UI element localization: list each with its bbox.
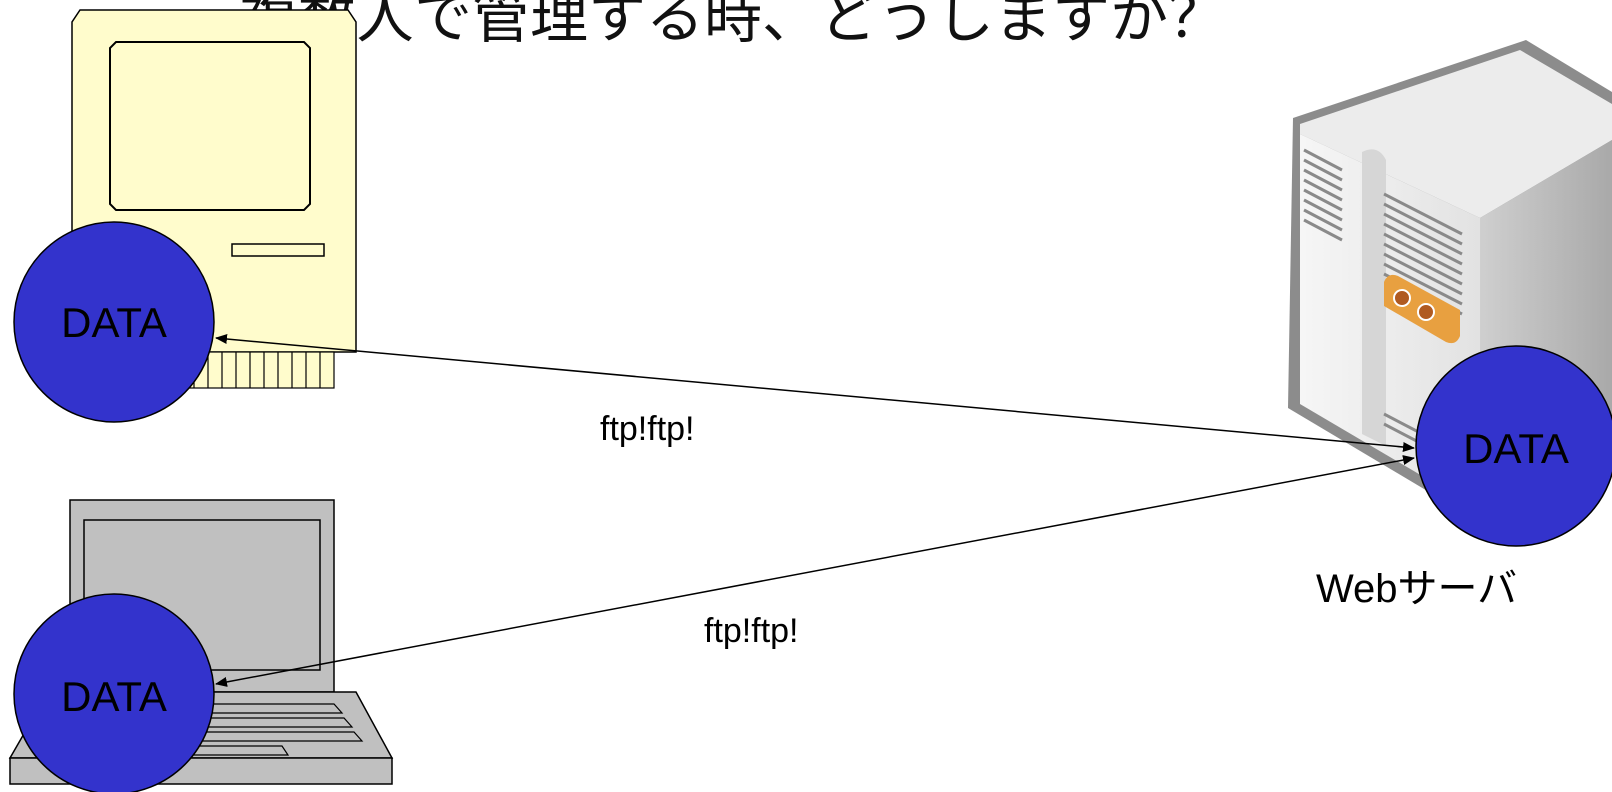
server-name-label: Webサーバ (1316, 567, 1518, 611)
data-label-server: DATA (1463, 425, 1569, 472)
slide-title: 複数人で管理する時、どうしますか？ (240, 0, 1227, 51)
data-circle-laptop (13, 593, 215, 792)
data-label-laptop: DATA (61, 673, 167, 720)
data-label-mac: DATA (61, 299, 167, 346)
connection-arrow-laptop-server (215, 455, 1415, 687)
connection-label-laptop: ftp!ftp! (704, 612, 799, 650)
data-circle-server (1415, 345, 1612, 547)
connection-arrow-mac-server (215, 334, 1415, 452)
connection-label-mac: ftp!ftp! (600, 410, 695, 448)
data-circle-mac (13, 221, 215, 423)
